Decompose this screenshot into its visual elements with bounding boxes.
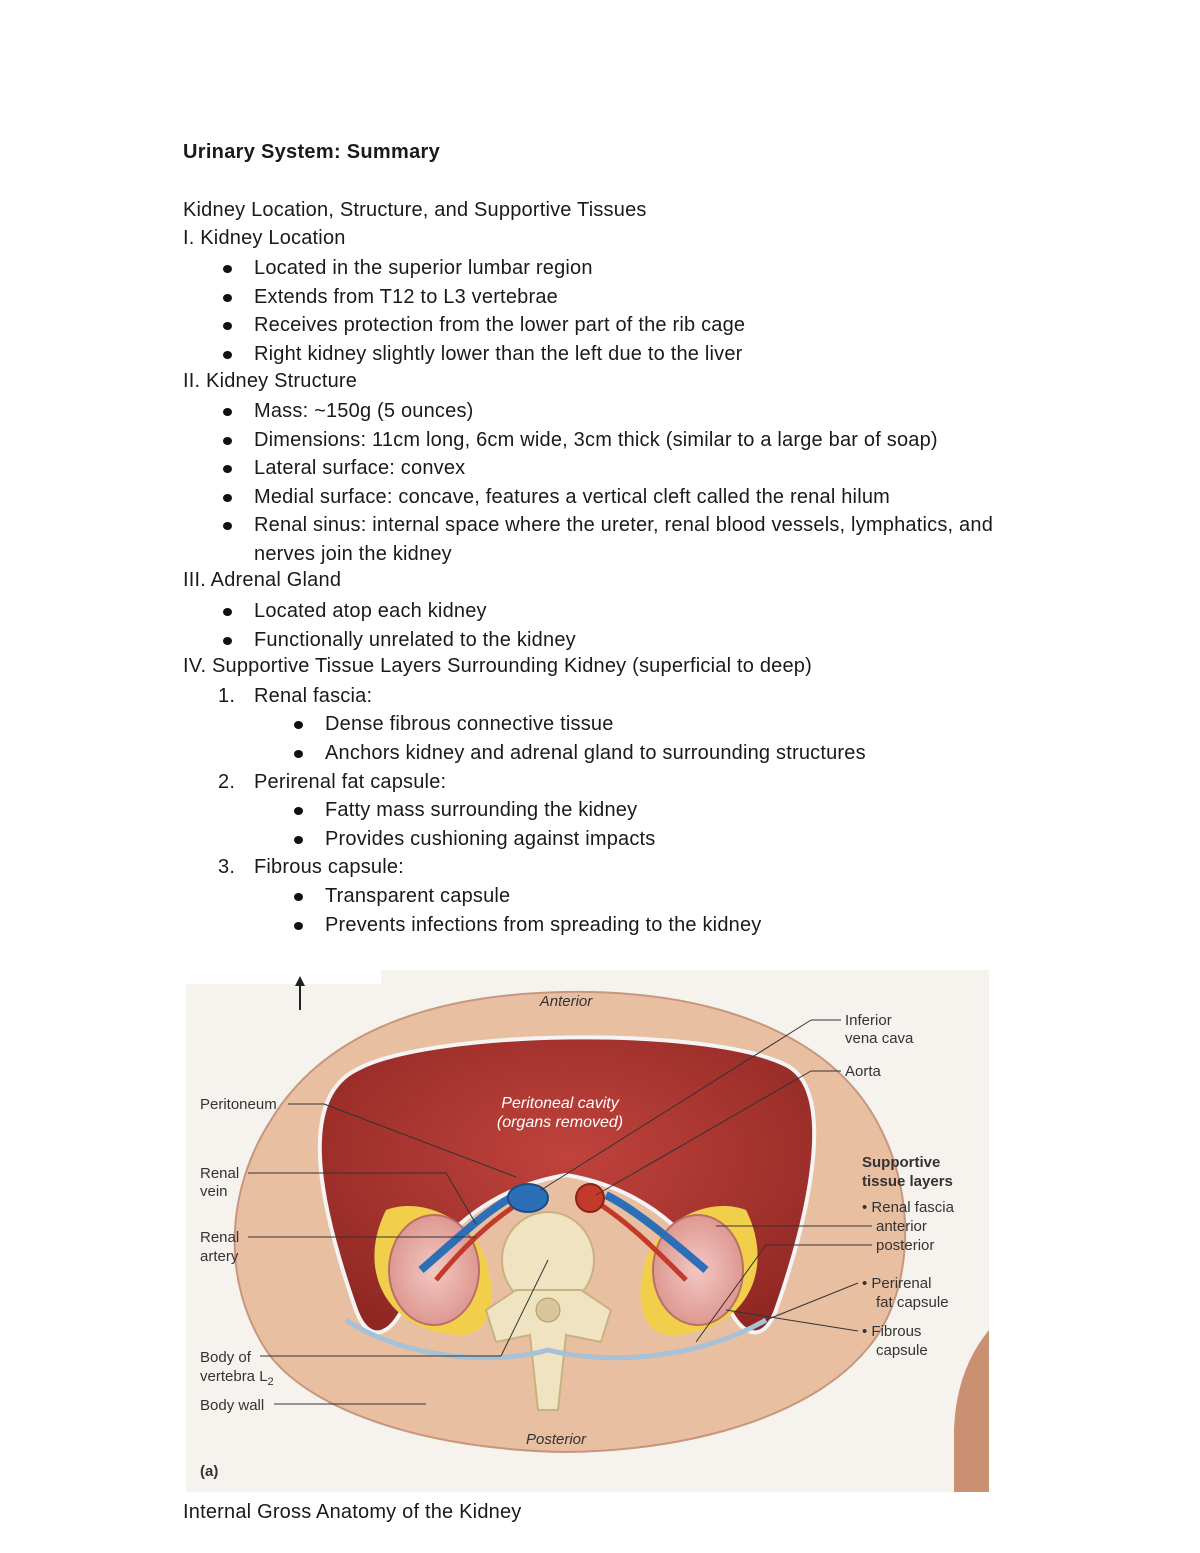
list-item: Medial surface: concave, features a vert… [223,483,1014,512]
list-item: Prevents infections from spreading to th… [294,911,762,940]
renal-vein-label: Renal [200,1165,239,1182]
section-heading: Kidney Location, Structure, and Supporti… [183,199,647,221]
svg-text:tissue layers: tissue layers [862,1173,953,1190]
numbered-list-layers: 2.Perirenal fat capsule: [218,768,447,797]
numbered-list-layers: 1.Renal fascia: [218,682,373,711]
svg-text:vein: vein [200,1183,228,1200]
kidney-cross-section-figure: Anterior Peritoneal cavity (organs remov… [186,970,989,1492]
renal-artery-label: Renal [200,1229,239,1246]
renal-fascia-label: • Renal fascia [862,1199,955,1216]
inferior-vena-cava-label: Inferior [845,1012,892,1029]
svg-text:fat capsule: fat capsule [876,1294,949,1311]
list-item: Mass: ~150g (5 ounces) [223,397,1014,426]
heading-kidney-structure: II. Kidney Structure [183,370,358,392]
peritoneal-cavity-note: (organs removed) [497,1114,623,1131]
list-item: Transparent capsule [294,882,762,911]
aorta-label: Aorta [845,1063,882,1080]
figure-caption: Internal Gross Anatomy of the Kidney [183,1501,522,1523]
list-item: Located atop each kidney [223,597,1014,626]
posterior-fascia-label: posterior [876,1237,934,1254]
anterior-fascia-label: anterior [876,1218,927,1235]
svg-text:vena cava: vena cava [845,1030,914,1047]
heading-supportive-tissue: IV. Supportive Tissue Layers Surrounding… [183,655,812,677]
list-item: 2.Perirenal fat capsule: [218,771,447,793]
bullet-list-renal-fascia: Dense fibrous connective tissue Anchors … [294,710,866,768]
vertebra-l2-label: vertebra L2 [200,1368,274,1388]
page-title: Urinary System: Summary [183,141,441,163]
list-item: 3.Fibrous capsule: [218,856,404,878]
list-item: Provides cushioning against impacts [294,825,656,854]
numbered-list-layers: 3.Fibrous capsule: [218,853,404,882]
bullet-list-structure: Mass: ~150g (5 ounces) Dimensions: 11cm … [223,397,1014,569]
bullet-list-adrenal: Located atop each kidney Functionally un… [223,597,1014,655]
bullet-list-location: Located in the superior lumbar region Ex… [223,254,1014,369]
panel-label: (a) [200,1463,218,1480]
posterior-label: Posterior [526,1431,587,1448]
perirenal-fat-label: • Perirenal [862,1275,931,1292]
list-item: Located in the superior lumbar region [223,254,1014,283]
list-item: Dense fibrous connective tissue [294,710,866,739]
list-item: 1.Renal fascia: [218,685,373,707]
list-item: Extends from T12 to L3 vertebrae [223,283,1014,312]
fibrous-capsule-label: • Fibrous [862,1323,921,1340]
bullet-list-fibrous: Transparent capsule Prevents infections … [294,882,762,940]
list-item: Functionally unrelated to the kidney [223,626,1014,655]
svg-text:capsule: capsule [876,1342,928,1359]
supportive-layers-heading: Supportive [862,1154,940,1171]
heading-adrenal-gland: III. Adrenal Gland [183,569,342,591]
list-item: Anchors kidney and adrenal gland to surr… [294,739,866,768]
heading-kidney-location: I. Kidney Location [183,227,346,249]
list-item: Lateral surface: convex [223,454,1014,483]
list-item: Dimensions: 11cm long, 6cm wide, 3cm thi… [223,426,1014,455]
peritoneal-cavity-label: Peritoneal cavity [501,1095,619,1112]
anterior-label: Anterior [539,993,594,1010]
list-item: Receives protection from the lower part … [223,311,1014,340]
peritoneum-label: Peritoneum [200,1096,277,1113]
body-wall-label: Body wall [200,1397,264,1414]
svg-text:artery: artery [200,1248,239,1265]
list-item: Fatty mass surrounding the kidney [294,796,656,825]
list-item: Renal sinus: internal space where the ur… [223,511,1014,568]
list-item: Right kidney slightly lower than the lef… [223,340,1014,369]
bullet-list-perirenal: Fatty mass surrounding the kidney Provid… [294,796,656,854]
body-of-vertebra-label: Body of [200,1349,252,1366]
